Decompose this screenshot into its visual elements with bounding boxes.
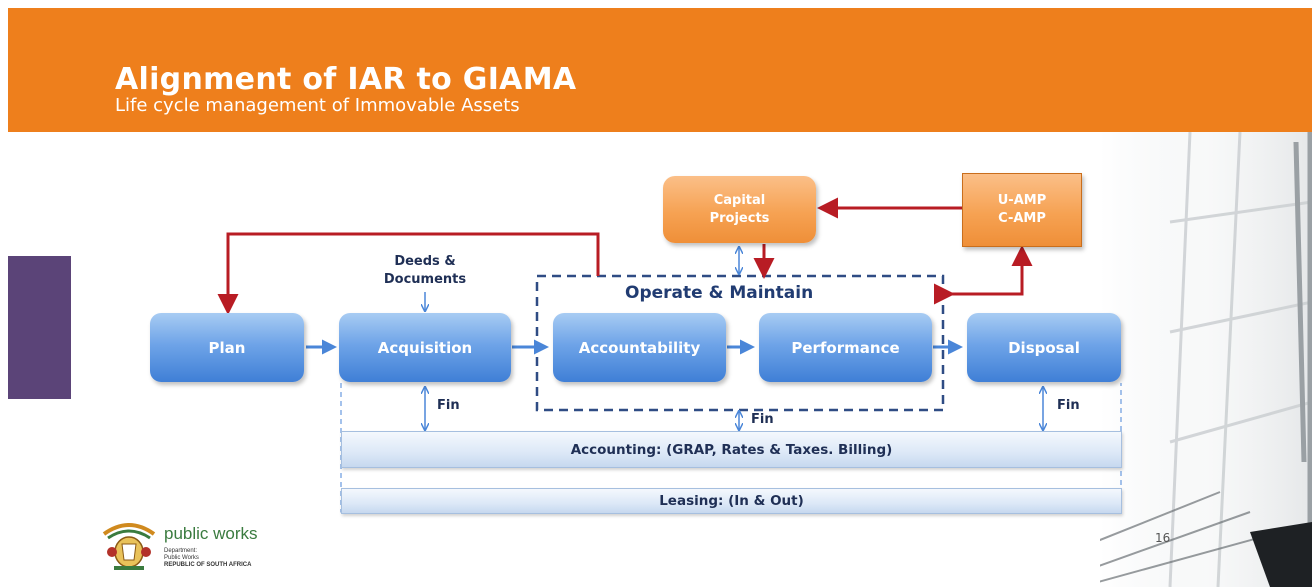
performance-label: Performance	[791, 338, 900, 357]
leasing-label: Leasing: (In & Out)	[659, 493, 804, 509]
fin-label-disposal: Fin	[1057, 398, 1080, 413]
slide-title: Alignment of IAR to GIAMA	[115, 62, 577, 97]
plan-label: Plan	[208, 338, 246, 357]
fin-label-om: Fin	[751, 412, 774, 427]
capital-projects-box: Capital Projects	[663, 176, 816, 243]
disposal-label: Disposal	[1008, 338, 1080, 357]
accounting-bar: Accounting: (GRAP, Rates & Taxes. Billin…	[341, 431, 1122, 468]
acquisition-stage: Acquisition	[339, 313, 511, 382]
leasing-bar: Leasing: (In & Out)	[341, 488, 1122, 514]
capital-projects-label: Capital Projects	[709, 192, 770, 226]
public-works-logo: public works Department: Public Works RE…	[100, 522, 300, 572]
deeds-documents-label: Deeds & Documents	[383, 254, 467, 287]
logo-line-3: REPUBLIC OF SOUTH AFRICA	[164, 562, 252, 568]
fin-label-acquisition: Fin	[437, 398, 460, 413]
performance-stage: Performance	[759, 313, 932, 382]
amp-box: U-AMP C-AMP	[962, 173, 1082, 247]
logo-name: public works	[164, 524, 258, 543]
background-building-image	[1100, 132, 1312, 587]
accent-bar	[8, 256, 71, 399]
accounting-label: Accounting: (GRAP, Rates & Taxes. Billin…	[570, 441, 893, 458]
logo-line-2: Public Works	[164, 555, 199, 561]
page-number: 16	[1155, 531, 1171, 545]
accountability-label: Accountability	[578, 338, 701, 357]
header-band	[8, 8, 1312, 132]
amp-label: U-AMP C-AMP	[997, 193, 1047, 226]
acquisition-label: Acquisition	[377, 338, 473, 357]
operate-maintain-label: Operate & Maintain	[625, 283, 814, 303]
coat-of-arms-icon	[102, 523, 156, 570]
feedback-loop-arrow	[217, 232, 600, 315]
plan-stage: Plan	[150, 313, 304, 382]
om-amp-arrow	[934, 245, 1033, 305]
disposal-stage: Disposal	[967, 313, 1121, 382]
slide-subtitle: Life cycle management of Immovable Asset…	[115, 95, 520, 116]
logo-line-1: Department:	[164, 548, 198, 554]
accountability-stage: Accountability	[553, 313, 726, 382]
